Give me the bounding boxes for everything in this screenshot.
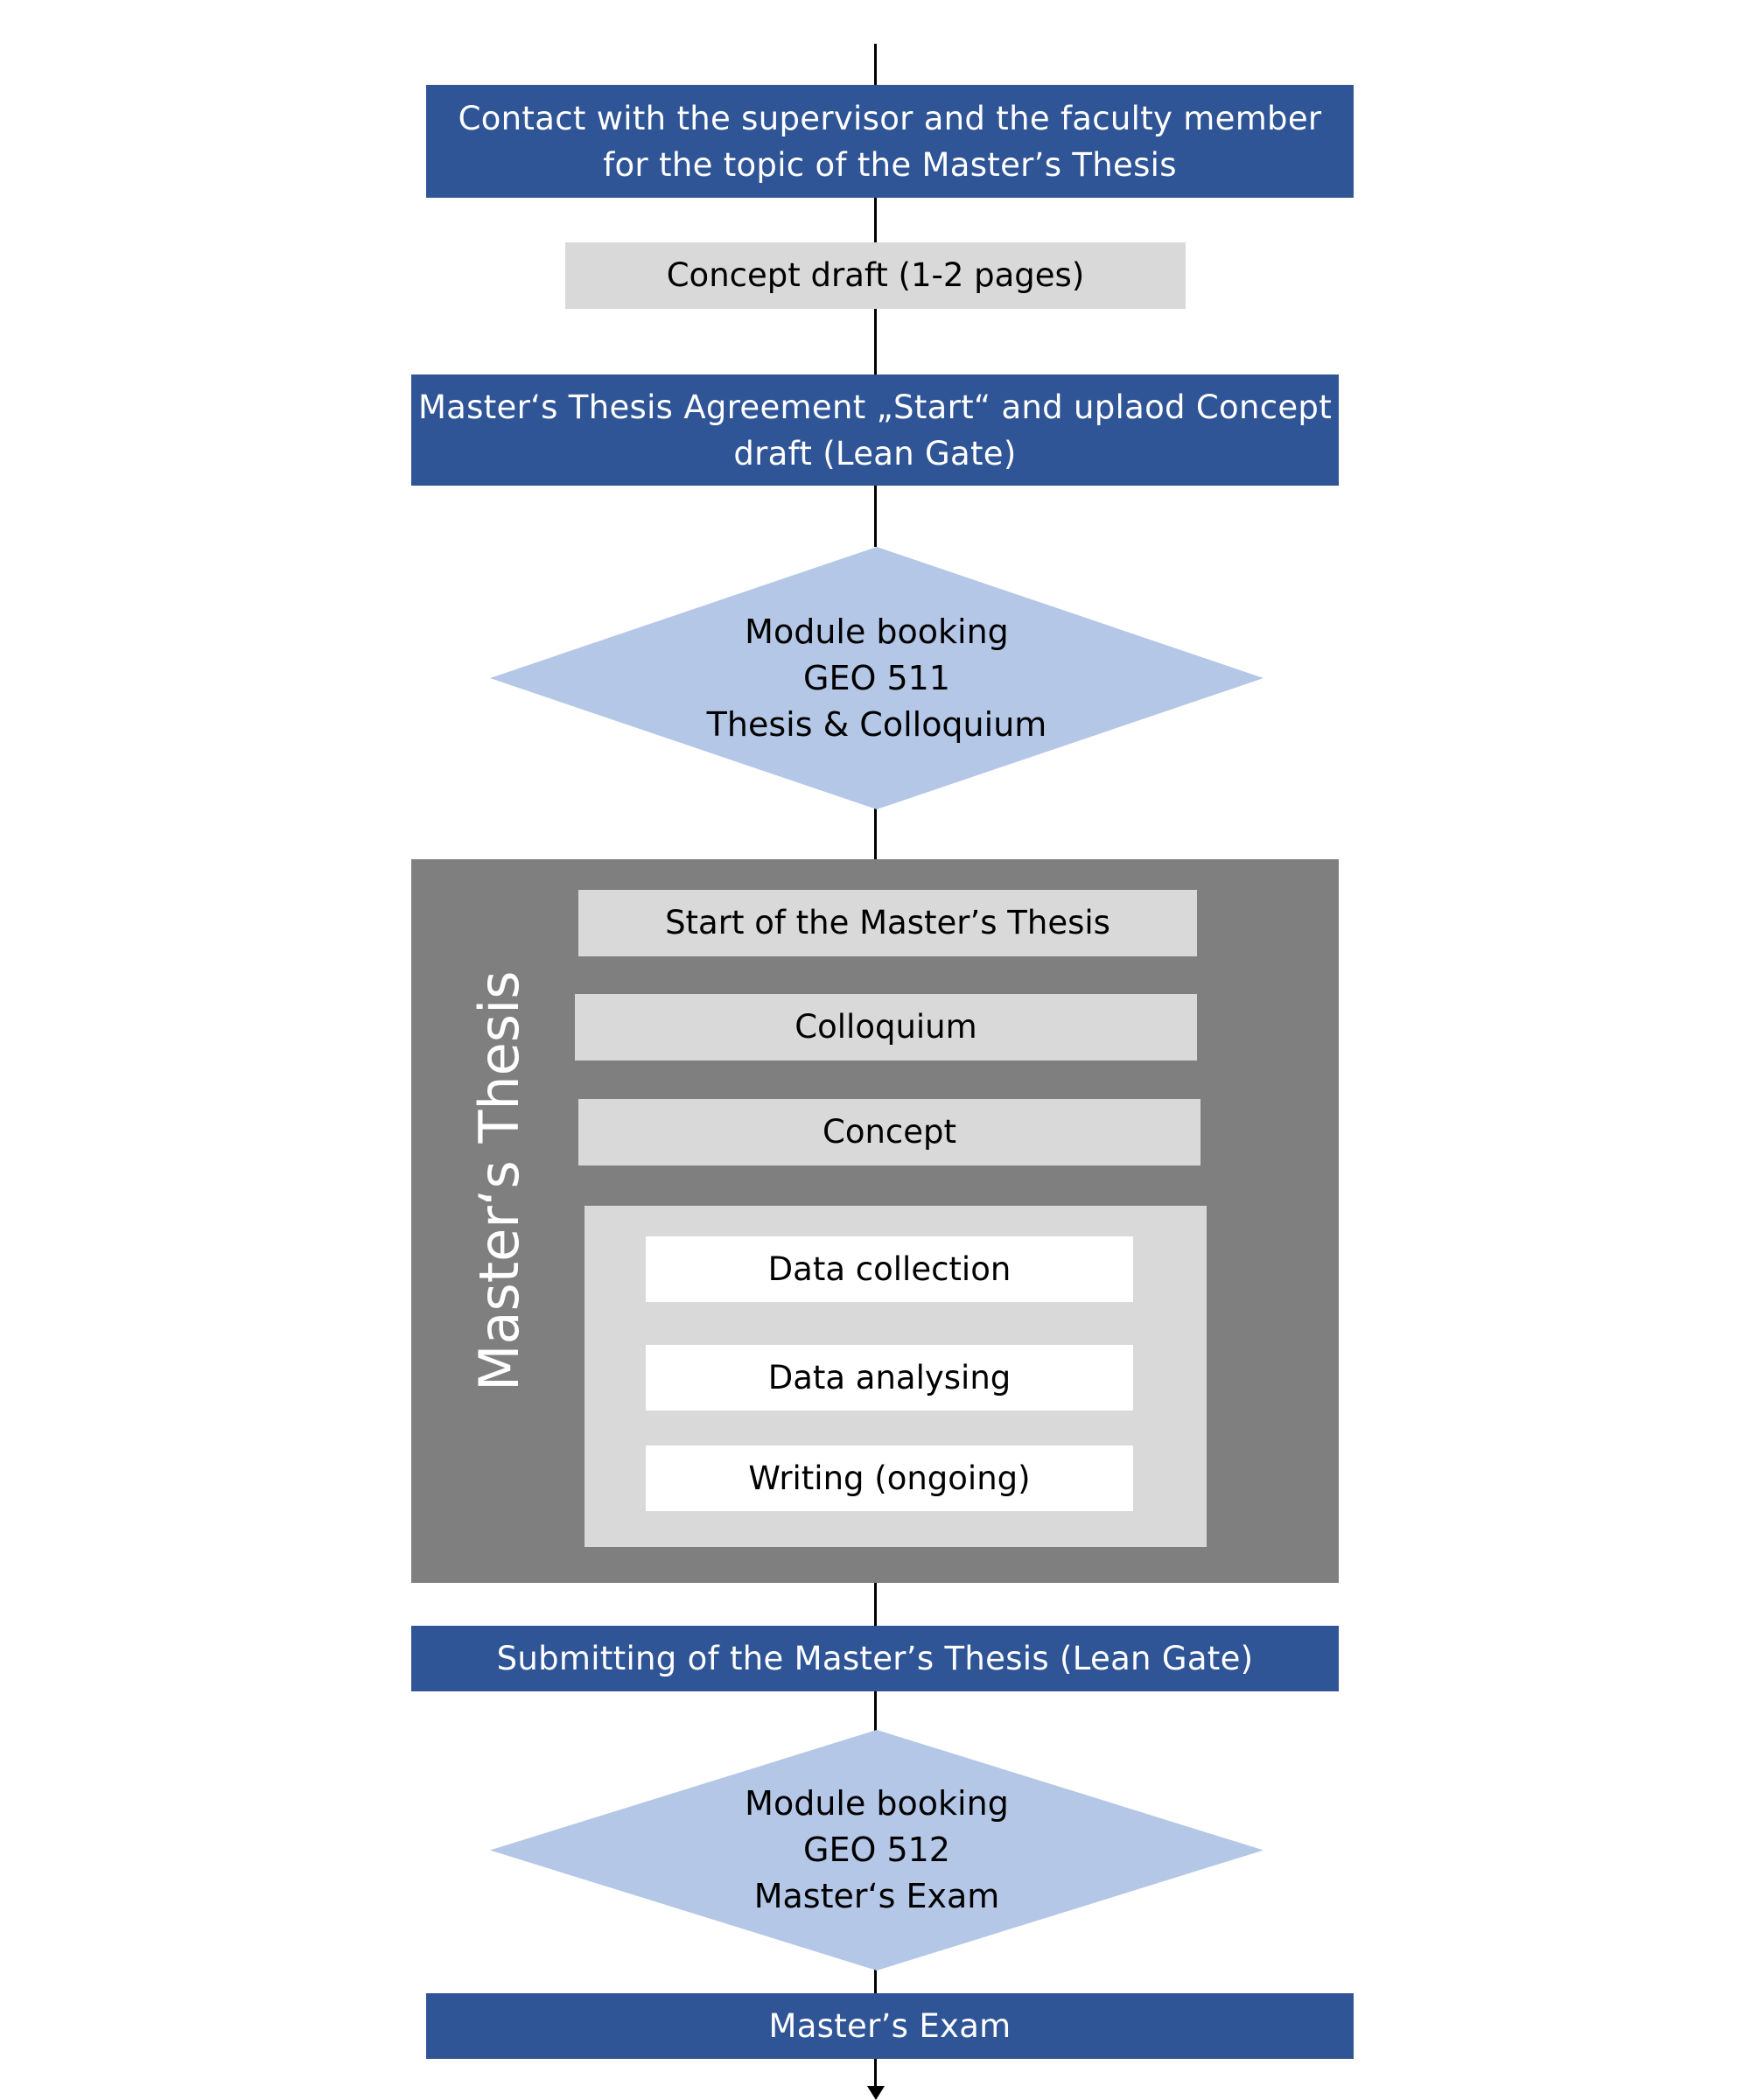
step-masters-exam-label: Master’s Exam	[768, 2007, 1012, 2045]
decision-module-booking-geo512: Module booking GEO 512 Master‘s Exam	[490, 1730, 1264, 1970]
thesis-concept: Concept	[578, 1099, 1200, 1166]
task-data-analysing: Data analysing	[646, 1345, 1133, 1410]
connector-line	[874, 805, 877, 859]
task-data-analysing-label: Data analysing	[767, 1359, 1012, 1396]
decision-geo511-line1: Module booking	[745, 612, 1009, 651]
thesis-start-label: Start of the Master’s Thesis	[665, 904, 1110, 942]
step-contact-line2: for the topic of the Master’s Thesis	[603, 145, 1177, 184]
connector-line	[874, 197, 877, 242]
masters-thesis-vertical-label: Master‘s Thesis	[467, 970, 531, 1391]
arrow-down-icon	[867, 2086, 885, 2100]
decision-geo512-line3: Master‘s Exam	[753, 1877, 1000, 1915]
step-concept-draft: Concept draft (1-2 pages)	[565, 242, 1186, 309]
decision-geo512-line2: GEO 512	[803, 1830, 950, 1869]
step-contact-line1: Contact with the supervisor and the facu…	[458, 99, 1322, 137]
decision-geo511-line2: GEO 511	[803, 658, 950, 697]
connector-line	[874, 44, 877, 86]
task-writing-label: Writing (ongoing)	[748, 1460, 1031, 1497]
task-data-collection-label: Data collection	[767, 1250, 1012, 1288]
step-contact-supervisor: Contact with the supervisor and the facu…	[426, 85, 1354, 198]
connector-line	[874, 1582, 877, 1626]
diamond-shape	[490, 547, 1264, 809]
connector-line	[874, 2058, 877, 2088]
task-writing: Writing (ongoing)	[646, 1446, 1133, 1511]
thesis-colloquium: Colloquium	[575, 994, 1197, 1060]
step-submitting-thesis: Submitting of the Master’s Thesis (Lean …	[411, 1626, 1339, 1691]
decision-geo511-line3: Thesis & Colloquium	[706, 704, 1047, 744]
step-submitting-label: Submitting of the Master’s Thesis (Lean …	[496, 1640, 1254, 1677]
diamond-shape	[490, 1730, 1264, 1970]
step-agreement-line2: draft (Lean Gate)	[733, 434, 1017, 472]
step-concept-draft-label: Concept draft (1-2 pages)	[666, 256, 1085, 294]
thesis-concept-label: Concept	[822, 1113, 957, 1151]
connector-line	[874, 308, 877, 374]
step-agreement-line1: Master‘s Thesis Agreement „Start“ and up…	[417, 388, 1333, 426]
task-data-collection: Data collection	[646, 1236, 1133, 1302]
connector-line	[874, 484, 877, 547]
decision-geo512-line1: Module booking	[745, 1784, 1009, 1823]
step-masters-exam: Master’s Exam	[426, 1993, 1354, 2059]
step-thesis-agreement: Master‘s Thesis Agreement „Start“ and up…	[411, 374, 1339, 486]
connector-line	[874, 1690, 877, 1731]
thesis-colloquium-label: Colloquium	[794, 1008, 977, 1046]
decision-module-booking-geo511: Module booking GEO 511 Thesis & Colloqui…	[490, 547, 1264, 809]
thesis-start: Start of the Master’s Thesis	[578, 890, 1197, 956]
connector-line	[874, 1969, 877, 1993]
